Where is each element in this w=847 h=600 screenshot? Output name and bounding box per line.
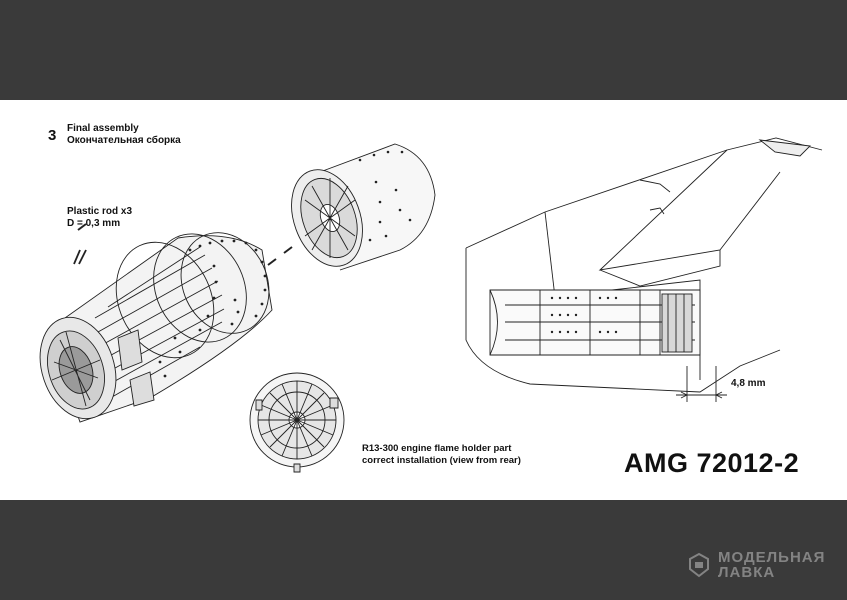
bottom-frame-bar (0, 500, 847, 600)
step-title-en: Final assembly (67, 123, 139, 134)
dimension-line (676, 366, 727, 402)
watermark-line1: МОДЕЛЬНАЯ (718, 549, 826, 566)
product-code: AMG 72012-2 (624, 448, 800, 478)
store-logo-icon (689, 552, 709, 578)
step-number: 3 (48, 127, 57, 144)
instruction-sheet: 3 Final assembly Окончательная сборка Pl… (0, 100, 847, 500)
plastic-rods (73, 223, 293, 266)
caption-line2: correct installation (view from rear) (362, 455, 521, 466)
rod-note-line2: D = 0,3 mm (67, 218, 121, 229)
step-title-ru: Окончательная сборка (67, 135, 181, 146)
rod-note-line1: Plastic rod x3 (67, 206, 133, 217)
dimension-label: 4,8 mm (731, 378, 766, 389)
caption-line1: R13-300 engine flame holder part (362, 443, 512, 454)
aircraft-tail-section (465, 137, 823, 393)
top-frame-bar (0, 0, 847, 100)
rear-view-detail (249, 372, 345, 473)
engine-nozzle-assembly (39, 232, 273, 423)
flame-holder-part (291, 143, 436, 271)
assembly-drawing (39, 137, 823, 473)
watermark-line2: ЛАВКА (718, 564, 776, 581)
watermark: МОДЕЛЬНАЯ ЛАВКА (686, 550, 825, 580)
